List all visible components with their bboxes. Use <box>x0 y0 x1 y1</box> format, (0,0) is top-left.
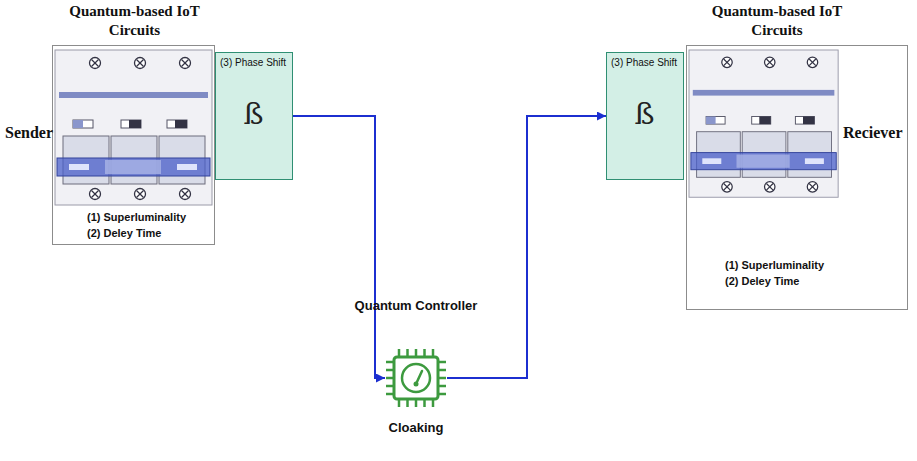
sender-breaker <box>55 50 212 205</box>
phase-symbol: ß <box>216 97 291 131</box>
receiver-label: Reciever <box>843 124 903 142</box>
property-text: (1) Superluminality <box>87 210 186 224</box>
phase-shift-title: (3) Phase Shift <box>611 57 677 69</box>
signal-line <box>447 116 606 378</box>
property-text: (2) Deley Time <box>87 226 161 240</box>
receiver-circuit: Quantum-based IoT Circuits(1) Superlumin… <box>686 45 908 310</box>
receiver-breaker <box>689 50 838 197</box>
phase-shift-title: (3) Phase Shift <box>220 57 286 69</box>
controller-heading: Quantum Controller <box>336 298 496 314</box>
controller-caption: Cloaking <box>336 420 496 436</box>
sender-circuit: Quantum-based IoT Circuits(1) Superlumin… <box>52 45 215 245</box>
property-text: (1) Superluminality <box>725 258 824 272</box>
circuit-heading: Quantum-based IoT Circuits <box>687 2 867 40</box>
circuit-heading: Quantum-based IoT Circuits <box>53 2 216 40</box>
phase-shift-box: (3) Phase Shift ß <box>606 52 684 180</box>
chip-icon <box>385 348 447 408</box>
sender-label: Sender <box>5 124 53 142</box>
property-text: (2) Deley Time <box>725 274 799 288</box>
phase-shift-box: (3) Phase Shift ß <box>215 52 293 180</box>
phase-symbol: ß <box>607 97 682 131</box>
quantum-controller: Quantum ControllerCloaking <box>385 348 447 408</box>
signal-line <box>293 116 385 378</box>
